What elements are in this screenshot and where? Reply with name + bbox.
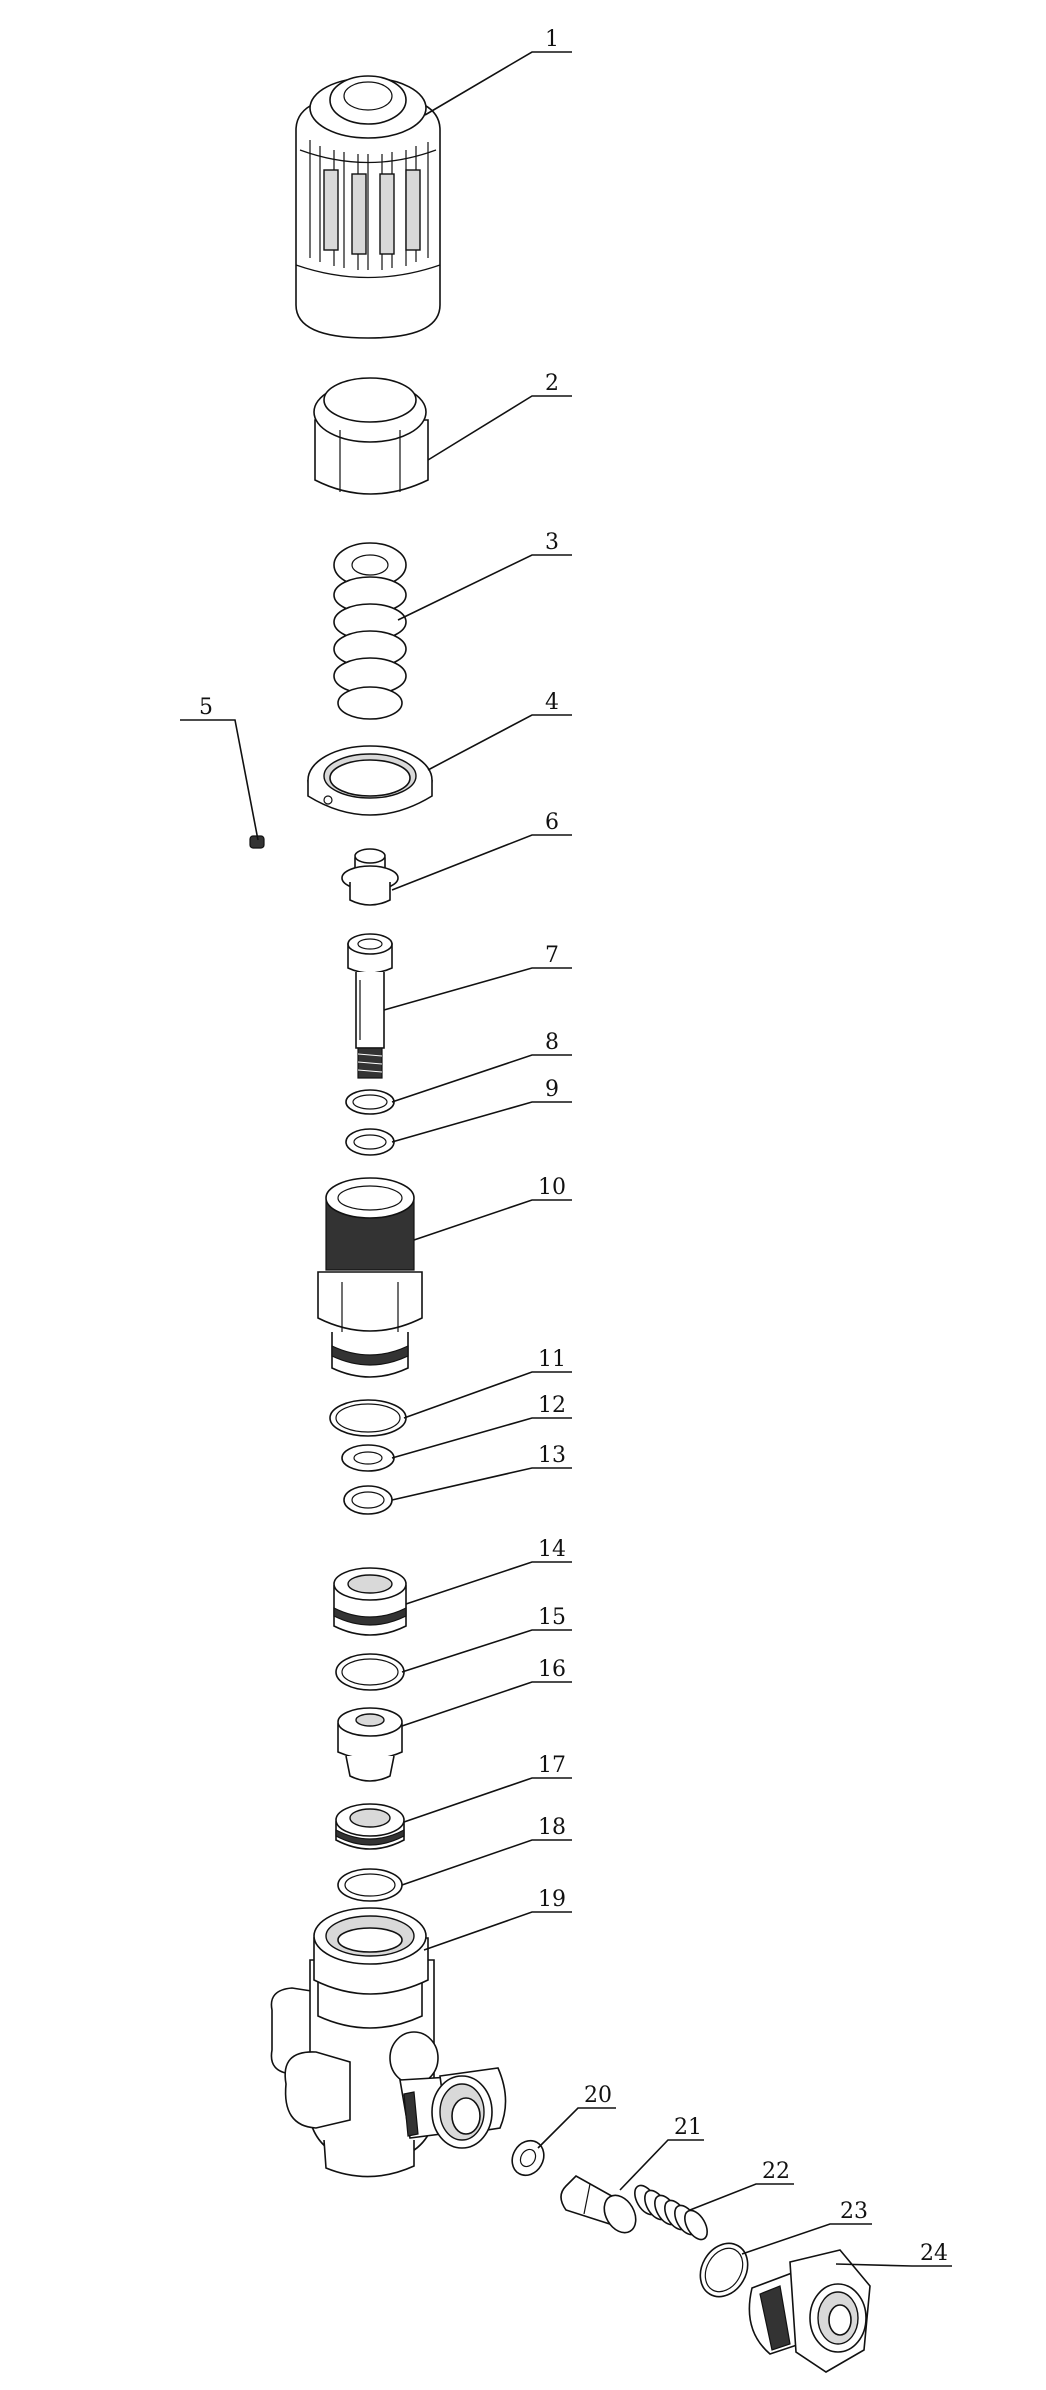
callout-12: 12	[538, 1393, 566, 1418]
part-24-fitting	[748, 2249, 871, 2373]
callout-22: 22	[762, 2159, 790, 2184]
part-23-o-ring	[699, 2242, 749, 2298]
part-19-valve-body	[270, 1907, 507, 2178]
callout-labels: 1 2 3 4 5 6 7 8 9 10 11 12 13 14 15 16 1…	[199, 27, 948, 2266]
callout-9: 9	[545, 1077, 559, 1102]
part-7-stem	[347, 933, 393, 1079]
part-9-o-ring	[345, 1128, 395, 1156]
part-17-seat	[335, 1803, 405, 1850]
part-6-bushing	[341, 848, 399, 906]
callout-10: 10	[538, 1175, 566, 1200]
part-10-threaded-body	[317, 1177, 423, 1378]
callout-13: 13	[538, 1443, 566, 1468]
part-16-valve	[337, 1707, 403, 1782]
part-21-check-valve	[560, 2175, 637, 2234]
part-3-spring	[333, 542, 407, 720]
callout-16: 16	[538, 1657, 566, 1682]
part-22-spring	[634, 2184, 708, 2241]
callout-6: 6	[545, 810, 559, 835]
part-11-o-ring	[329, 1399, 407, 1437]
callout-19: 19	[538, 1887, 566, 1912]
part-12-washer	[341, 1444, 395, 1472]
callout-2: 2	[545, 371, 559, 396]
callout-1: 1	[545, 27, 559, 52]
callout-7: 7	[545, 943, 559, 968]
part-18-o-ring	[337, 1868, 403, 1902]
part-1-knob	[295, 75, 441, 339]
leader-lines	[180, 51, 952, 2267]
part-20-washer	[511, 2139, 545, 2177]
part-14-seat	[333, 1567, 407, 1636]
callout-17: 17	[538, 1753, 566, 1778]
part-13-o-ring	[343, 1485, 393, 1515]
callout-21: 21	[674, 2115, 702, 2140]
callout-3: 3	[545, 530, 559, 555]
callout-24: 24	[920, 2241, 948, 2266]
callout-23: 23	[840, 2199, 868, 2224]
callout-14: 14	[538, 1537, 566, 1562]
callout-5: 5	[199, 695, 213, 720]
part-2-hex-cap	[313, 377, 429, 495]
part-4-ring-nut	[307, 745, 433, 816]
callout-4: 4	[545, 690, 559, 715]
part-8-o-ring	[345, 1089, 395, 1115]
callout-8: 8	[545, 1030, 559, 1055]
callout-18: 18	[538, 1815, 566, 1840]
part-15-o-ring	[335, 1653, 405, 1691]
callout-20: 20	[584, 2083, 612, 2108]
callout-15: 15	[538, 1605, 566, 1630]
callout-11: 11	[538, 1347, 566, 1372]
